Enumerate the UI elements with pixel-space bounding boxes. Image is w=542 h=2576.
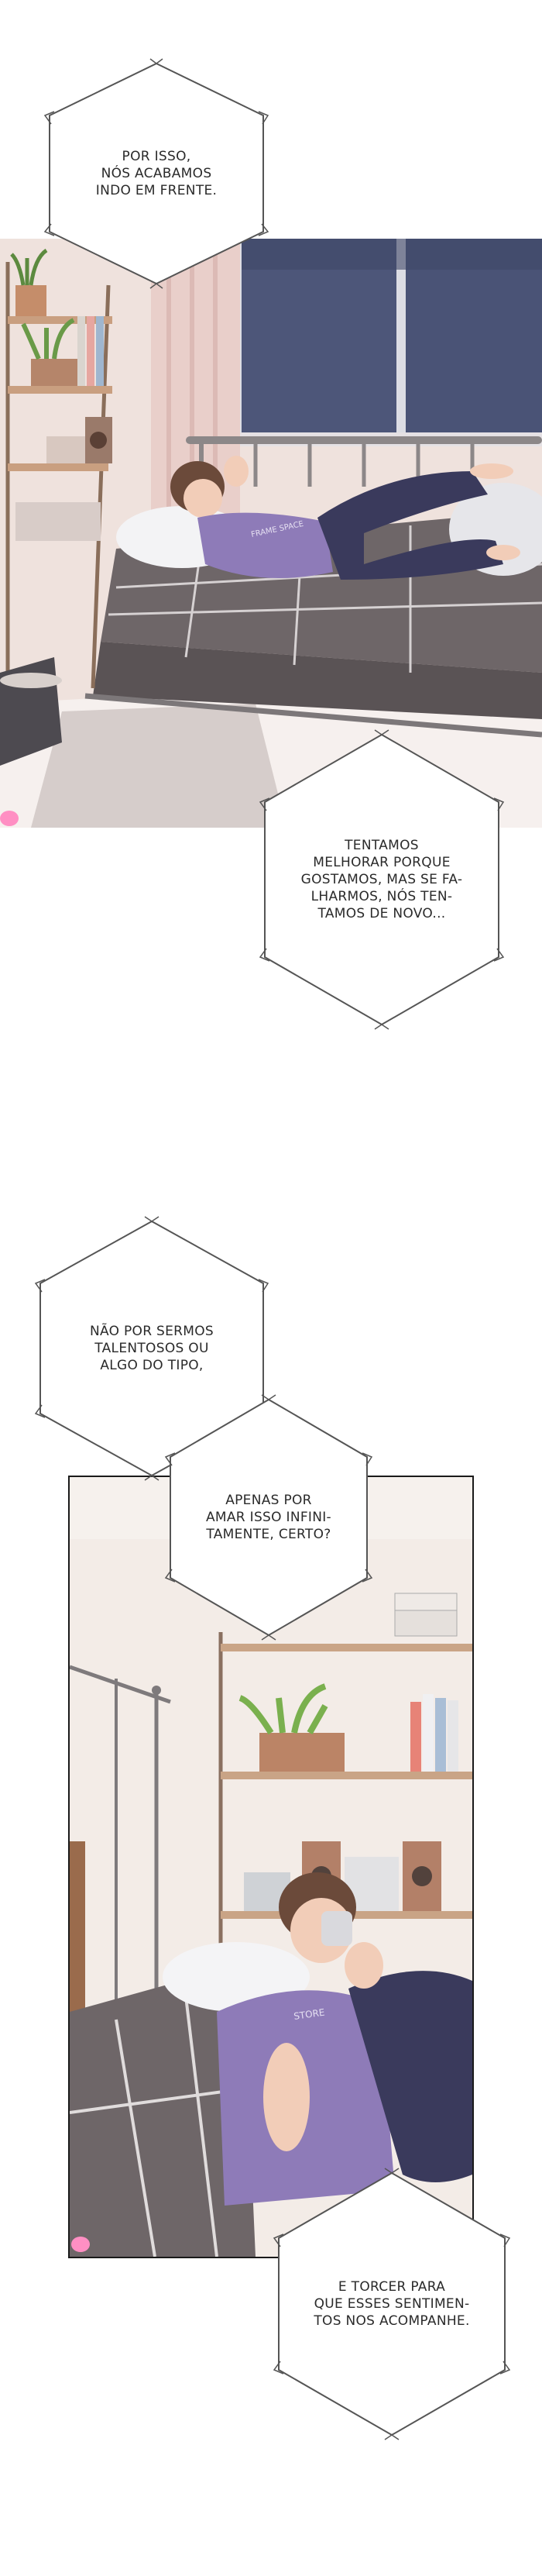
caption-2-text: TENTAMOS MELHORAR PORQUE GOSTAMOS, MAS S… [300, 838, 463, 921]
caption-box-3: NÃO POR SERMOS TALENTOSOS OU ALGO DO TIP… [33, 1215, 271, 1482]
panel-2-artwork: STORE [70, 1477, 472, 2257]
watermark-mascot [0, 811, 19, 826]
panel-bedroom-window: FRAME SPACE [0, 239, 542, 828]
caption-box-4: APENAS POR AMAR ISSO INFINI- TAMENTE, CE… [163, 1393, 375, 1641]
caption-5-text: E TORCER PARA QUE ESSES SENTIMEN- TOS NO… [314, 2279, 470, 2329]
caption-box-2: TENTAMOS MELHORAR PORQUE GOSTAMOS, MAS S… [257, 728, 506, 1031]
caption-box-5: E TORCER PARA QUE ESSES SENTIMEN- TOS NO… [271, 2167, 513, 2441]
panel-bed-phone: STORE [68, 1476, 474, 2258]
caption-3-text: NÃO POR SERMOS TALENTOSOS OU ALGO DO TIP… [89, 1324, 214, 1373]
caption-box-1: POR ISSO, NÓS ACABAMOS INDO EM FRENTE. [42, 57, 271, 290]
caption-4-text: APENAS POR AMAR ISSO INFINI- TAMENTE, CE… [205, 1493, 331, 1542]
shirt-print-2: STORE [293, 2006, 325, 2021]
caption-1-text: POR ISSO, NÓS ACABAMOS INDO EM FRENTE. [95, 149, 218, 198]
panel-1-artwork: FRAME SPACE [0, 239, 542, 828]
